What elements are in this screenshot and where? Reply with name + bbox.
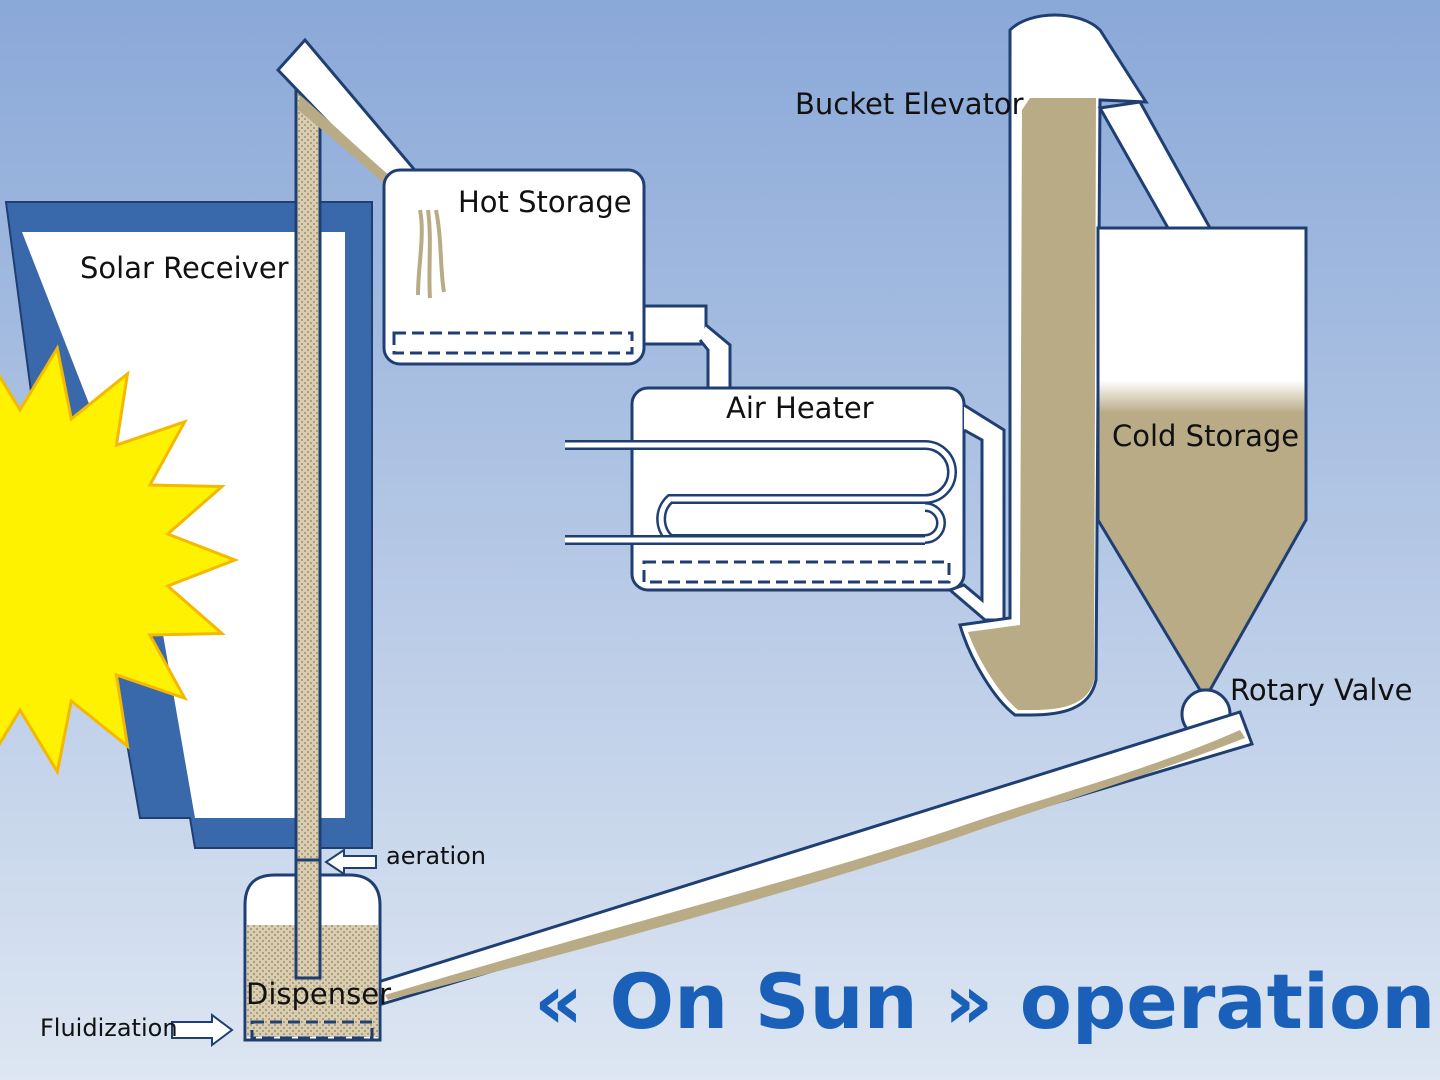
diagram-title: « On Sun » operation xyxy=(534,957,1435,1046)
label-solar-receiver: Solar Receiver xyxy=(80,251,289,285)
label-dispenser: Dispenser xyxy=(246,977,391,1011)
aeration-arrow-icon xyxy=(324,848,377,876)
label-air-heater: Air Heater xyxy=(726,391,874,425)
label-cold-storage: Cold Storage xyxy=(1112,419,1299,453)
hot-to-heater-duct xyxy=(642,304,732,394)
solar-receiver-cavity xyxy=(22,232,345,818)
label-hot-storage: Hot Storage xyxy=(458,185,632,219)
label-bucket-elevator: Bucket Elevator xyxy=(795,87,1024,121)
sun-icon xyxy=(0,344,240,776)
riser-tube xyxy=(294,86,322,980)
label-aeration: aeration xyxy=(386,842,486,870)
heater-to-elevator-duct xyxy=(947,403,1006,622)
fluidization-arrow-icon xyxy=(171,1013,234,1047)
label-rotary-valve: Rotary Valve xyxy=(1230,673,1412,707)
bucket-elevator xyxy=(958,13,1213,717)
sand-stream xyxy=(416,209,446,299)
dispenser xyxy=(243,858,382,1042)
air-heater xyxy=(565,386,966,592)
hot-storage-tank xyxy=(382,168,646,366)
label-fluidization: Fluidization xyxy=(40,1014,178,1042)
